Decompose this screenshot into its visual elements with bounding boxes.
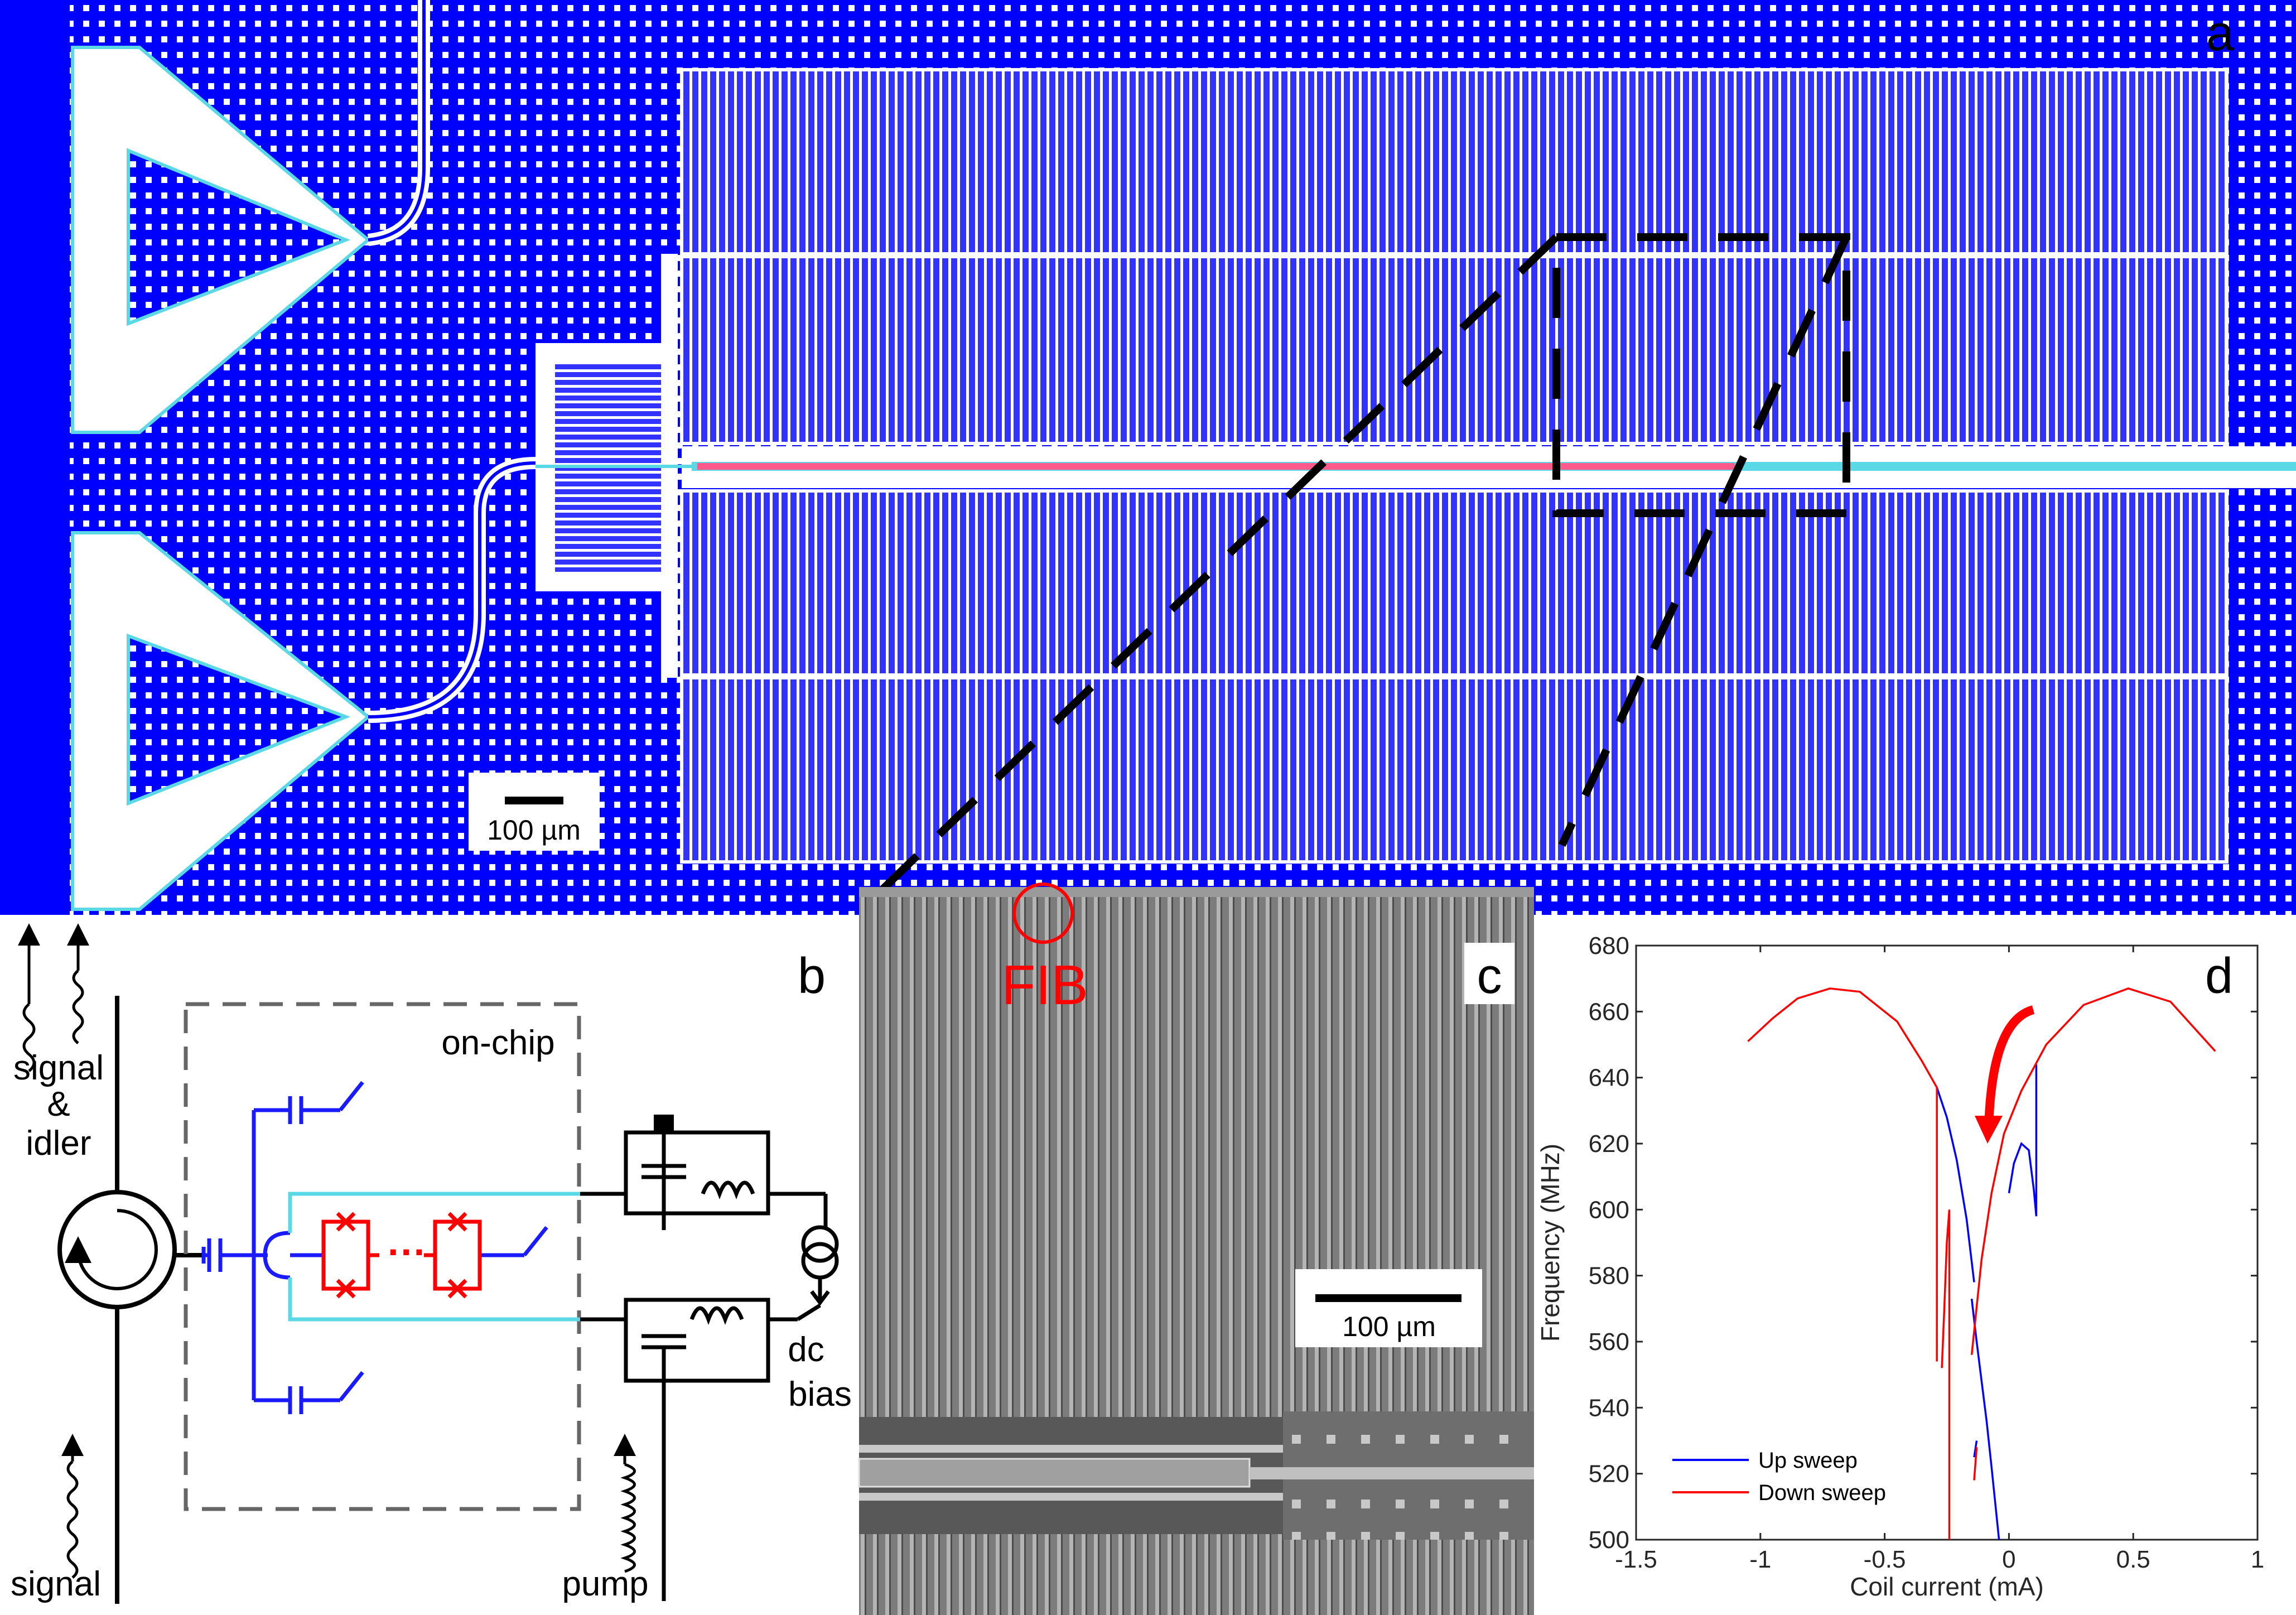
series-line-down-sweep — [1970, 987, 2216, 1355]
fib-marker — [1012, 883, 1074, 944]
y-tick-label: 680 — [1589, 932, 1629, 960]
panel-b: b signal & idler signal on-chip — [11, 923, 852, 1604]
label-pump: pump — [562, 1565, 648, 1603]
legend-box — [1651, 1434, 1885, 1512]
label-on-chip: on-chip — [441, 1024, 554, 1062]
scale-bar-label-a: 100 µm — [487, 814, 581, 846]
sem-gap-upper — [859, 1445, 1283, 1453]
y-tick-label: 560 — [1589, 1328, 1629, 1356]
circulator-icon — [57, 1190, 177, 1309]
label-idler: idler — [26, 1124, 91, 1163]
y-axis-label: Frequency (MHz) — [1536, 1144, 1565, 1342]
y-tick-label: 500 — [1589, 1526, 1629, 1554]
meander-block-3 — [680, 489, 2229, 677]
sem-feedline — [1250, 1467, 1534, 1479]
sweep-direction-arrowhead — [1975, 1116, 2003, 1144]
panel-d: -1.5 -1 -0.5 0 0.5 1 500 520 540 560 580 600 620 640 6… — [1534, 915, 2296, 1615]
sem-top-edge — [859, 887, 1534, 897]
y-tick-label: 600 — [1589, 1196, 1629, 1223]
cyan-bias-loop — [288, 1192, 580, 1322]
panel-label-a: a — [2206, 6, 2235, 61]
meander-block-4 — [680, 676, 2229, 864]
zoom-line-right — [1558, 235, 1850, 847]
resonator-circuit — [201, 1081, 548, 1414]
bias-tee-lower — [580, 1298, 798, 1601]
series-line-down-sweep — [1941, 1209, 1951, 1540]
label-signal-in: signal — [11, 1565, 101, 1603]
scale-bar-a — [505, 797, 563, 804]
y-tick-label: 520 — [1589, 1460, 1629, 1488]
panel-label-c: c — [1477, 948, 1502, 1004]
label-signal-out: signal — [13, 1049, 104, 1087]
cpw-lower-center — [368, 461, 536, 719]
scale-bar-box-c — [1295, 1269, 1482, 1347]
bond-pad-lower-inner — [127, 633, 351, 806]
series-line-up-sweep — [1936, 1087, 1975, 1283]
wave-out-2-icon — [72, 970, 84, 1044]
label-dc: dc — [788, 1330, 824, 1369]
zoom-box — [1552, 233, 1850, 517]
x-axis-label: Coil current (mA) — [1850, 1572, 2044, 1601]
y-tick-label: 580 — [1589, 1262, 1629, 1290]
fib-label: FIB — [1001, 954, 1088, 1016]
squid-array — [697, 463, 1735, 470]
frequency-chart: -1.5 -1 -0.5 0 0.5 1 500 520 540 560 580 600 620 640 6… — [1536, 932, 2264, 1601]
squid-1 — [321, 1212, 379, 1299]
on-chip-box — [184, 1002, 581, 1511]
sweep-direction-arrow — [1984, 1005, 2035, 1130]
bond-pad-upper-inner — [127, 148, 351, 326]
series-line-up-sweep — [2008, 1064, 2038, 1217]
label-bias: bias — [788, 1375, 852, 1414]
pump-wave-icon — [620, 1463, 636, 1573]
panel-label-b: b — [798, 948, 826, 1004]
label-ampersand: & — [47, 1085, 70, 1124]
wave-in-icon — [66, 1460, 79, 1579]
x-tick-label: -1 — [1749, 1546, 1771, 1573]
meander-block-1 — [680, 68, 2229, 255]
x-tick-label: 1 — [2251, 1546, 2264, 1573]
sem-squid-array — [858, 1458, 1251, 1488]
x-tick-label: -0.5 — [1864, 1546, 1906, 1573]
cpw-upper-center — [368, 0, 426, 242]
x-tick-label: 0.5 — [2116, 1546, 2150, 1573]
y-tick-label: 640 — [1589, 1064, 1629, 1092]
x-tick-label: -1.5 — [1615, 1546, 1657, 1573]
y-tick-label: 660 — [1589, 998, 1629, 1025]
x-tick-label: 0 — [2002, 1546, 2015, 1573]
y-tick-label: 540 — [1589, 1394, 1629, 1421]
dc-current-source-icon — [797, 1194, 839, 1321]
circulator-arrow-icon — [65, 1209, 158, 1290]
wave-out-1-icon — [22, 1003, 36, 1072]
meander-block-2 — [680, 255, 2229, 445]
y-tick-label: 620 — [1589, 1130, 1629, 1158]
sem-gap-lower — [859, 1493, 1283, 1501]
squid-ellipsis: ··· — [388, 1230, 427, 1274]
panel-label-c-box — [1464, 943, 1514, 1004]
sem-lower-meander — [859, 1540, 1534, 1615]
scale-bar-label-c: 100 µm — [1342, 1311, 1436, 1342]
scale-bar-box-a — [469, 773, 600, 851]
series-line-down-sweep — [1747, 987, 1938, 1362]
ground-plane-left — [0, 0, 70, 915]
panel-a: 100 µm a — [0, 0, 2296, 915]
series-line-up-sweep — [1970, 1298, 2000, 1540]
series-line-down-sweep — [1973, 1447, 1978, 1481]
panel-label-d: d — [2205, 948, 2233, 1004]
bias-tee-upper — [580, 1130, 826, 1230]
series-line-up-sweep — [1973, 1440, 1978, 1458]
squid-n — [424, 1212, 482, 1299]
ground-terminal-icon — [654, 1115, 674, 1132]
scale-bar-c — [1315, 1294, 1461, 1302]
legend-label: Up sweep — [1758, 1448, 1858, 1473]
panel-c: FIB 100 µm c — [858, 883, 1534, 1615]
legend-label: Down sweep — [1758, 1481, 1886, 1505]
